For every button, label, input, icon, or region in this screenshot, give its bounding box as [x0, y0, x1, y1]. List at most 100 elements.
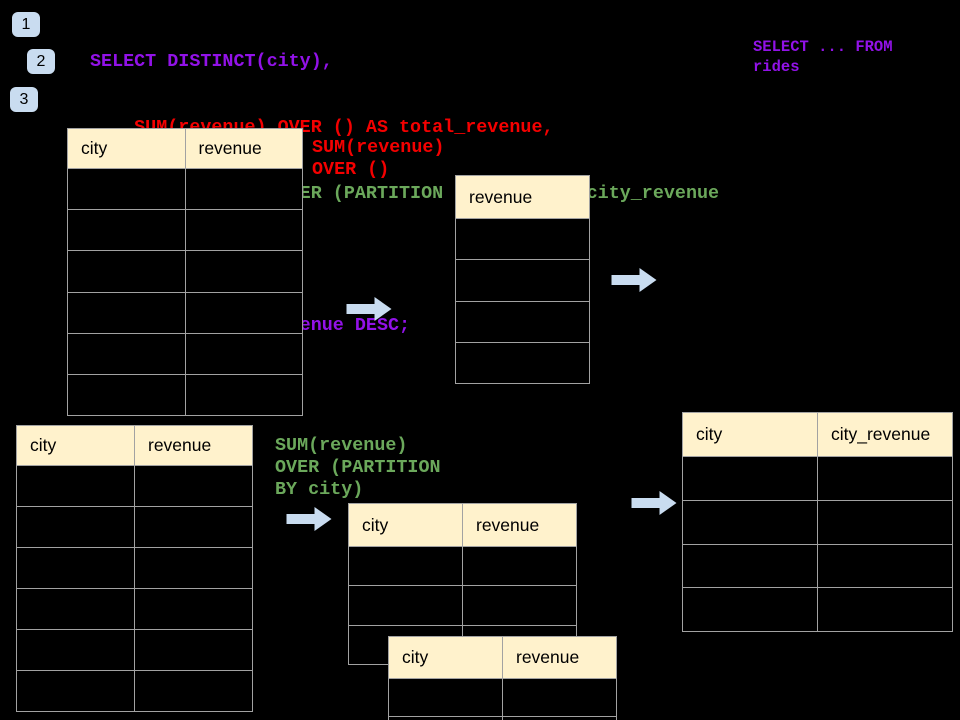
table-row [17, 671, 252, 711]
step-badge-2: 2 [27, 49, 55, 74]
arrow-right-icon [346, 297, 392, 321]
table-cell [17, 630, 135, 670]
table-cell [503, 679, 616, 716]
table-cell [456, 343, 589, 383]
table-row [68, 292, 303, 334]
table-cell [68, 169, 186, 210]
table-row [349, 547, 576, 587]
column-header: city [389, 637, 503, 678]
annotation-total-revenue: SUM(revenue) OVER () [312, 137, 445, 180]
table-row [17, 630, 252, 671]
table-cell [135, 630, 252, 670]
table-row [68, 374, 303, 416]
table-cell [389, 716, 503, 720]
table-cell [186, 251, 303, 291]
table-header-row: revenue [456, 176, 589, 219]
table-cell [818, 457, 952, 500]
table-cell [135, 589, 252, 629]
column-header: revenue [476, 514, 540, 535]
column-header: revenue [516, 647, 580, 667]
table-cell [135, 507, 252, 547]
arrow-right-icon [286, 507, 332, 531]
table-cell [17, 548, 135, 588]
step-badge-3: 3 [10, 87, 38, 112]
table-row [68, 333, 303, 375]
table-cell [68, 333, 186, 374]
table-cell [186, 334, 303, 374]
table-row [349, 586, 576, 626]
table-header-row: city revenue [17, 426, 252, 466]
column-header: city [349, 504, 463, 546]
table-header-row: city revenue [349, 504, 576, 547]
annotation-partition: SUM(revenue) OVER (PARTITION BY city) [275, 435, 441, 500]
table-cell [683, 500, 818, 544]
step-badge-1: 1 [12, 12, 40, 37]
table-cell [463, 586, 576, 624]
table-row [17, 589, 252, 630]
table-row [68, 251, 303, 293]
table-cell [818, 545, 952, 588]
table-cell [463, 547, 576, 585]
table-cell [683, 544, 818, 588]
table-cell [135, 671, 252, 711]
table-cell [818, 501, 952, 544]
table-cell [68, 210, 186, 251]
column-header: city [17, 426, 135, 465]
table-cell [186, 169, 303, 209]
table-row [17, 466, 252, 507]
table-cell [17, 507, 135, 547]
table-row [683, 588, 952, 631]
table-cell [503, 717, 616, 720]
table-cell [818, 588, 952, 631]
table-row [68, 169, 303, 211]
table-source-top: city revenue [67, 128, 303, 416]
table-row [389, 716, 616, 720]
table-row [17, 507, 252, 548]
table-row [68, 210, 303, 252]
table-row [683, 544, 952, 589]
table-source-bottom: city revenue [16, 425, 253, 712]
table-row [683, 500, 952, 545]
table-cell [456, 302, 589, 342]
table-cell [683, 588, 818, 631]
sql-side-note: SELECT ... FROM rides [753, 38, 893, 76]
column-header: city [68, 129, 186, 168]
table-cell [389, 679, 503, 716]
column-header: city [683, 413, 818, 456]
table-cell [135, 466, 252, 506]
table-row [456, 219, 589, 261]
table-cell [456, 219, 589, 259]
table-cell [68, 374, 186, 416]
column-header: revenue [469, 186, 533, 207]
table-cell [186, 375, 303, 415]
table-total-revenue: revenue [455, 175, 590, 384]
table-cell [17, 671, 135, 711]
column-header: city_revenue [831, 424, 931, 444]
table-cell [186, 293, 303, 333]
arrow-right-icon [611, 268, 657, 292]
table-cell [135, 548, 252, 588]
table-cell [68, 292, 186, 333]
table-row [456, 302, 589, 343]
table-row [456, 343, 589, 383]
table-row [389, 679, 616, 717]
table-row [456, 260, 589, 302]
table-partition-step: city revenue [348, 503, 577, 665]
table-cell [68, 251, 186, 292]
table-header-row: city revenue [68, 129, 302, 169]
table-header-row: city city_revenue [683, 413, 952, 457]
table-cell [349, 586, 463, 625]
table-cell [349, 547, 463, 586]
table-partition-overlay: city revenue [388, 636, 617, 720]
table-row [17, 548, 252, 589]
table-header-row: city revenue [389, 637, 616, 679]
table-cell [683, 457, 818, 500]
table-cell [456, 260, 589, 300]
table-cell [17, 589, 135, 629]
table-result: city city_revenue [682, 412, 953, 632]
table-cell [17, 466, 135, 506]
column-header: revenue [148, 435, 212, 455]
arrow-right-icon [631, 491, 677, 515]
table-cell [186, 210, 303, 250]
